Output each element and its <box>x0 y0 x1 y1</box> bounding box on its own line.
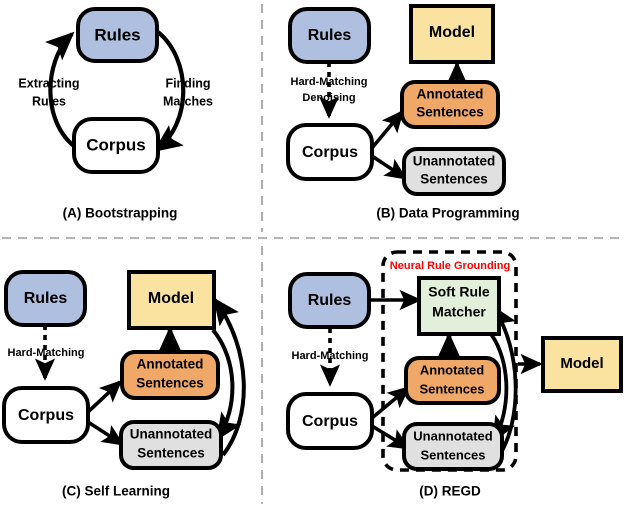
panel-d: Neural Rule Grounding Rules Corpus Soft … <box>286 250 623 499</box>
caption-panel-c: (C) Self Learning <box>62 484 170 499</box>
edge-corpus-to-unannotated-b <box>371 154 408 180</box>
node-corpus-d[interactable] <box>286 392 374 450</box>
node-unannotated-c-line2: Sentences <box>137 446 205 461</box>
edge-label-hard-matching-d: Hard-Matching <box>292 350 369 362</box>
node-annotated-b-line1: Annotated <box>417 87 484 102</box>
node-soft-rule-matcher-line1: Soft Rule <box>428 284 490 300</box>
edge-label-hard-matching-b-line1: Hard-Matching <box>291 76 368 88</box>
node-rules-d-label: Rules <box>308 292 352 309</box>
node-model-d-label: Model <box>560 355 603 372</box>
panel-c: Rules Corpus Model Annotated Sentences U… <box>2 270 246 499</box>
node-unannotated-b[interactable] <box>402 147 506 196</box>
node-corpus-a-label: Corpus <box>86 135 146 154</box>
node-model-b[interactable] <box>409 4 495 64</box>
caption-panel-b: (B) Data Programming <box>376 206 519 221</box>
node-corpus-c[interactable] <box>2 386 90 444</box>
node-annotated-c[interactable] <box>120 350 220 400</box>
node-annotated-d-line2: Sentences <box>419 381 484 396</box>
edge-corpus-to-annotated-c <box>86 380 123 414</box>
panel-a: Rules Corpus Extracting Rules Finding Ma… <box>18 7 213 221</box>
node-rules-c-label: Rules <box>24 290 68 307</box>
node-annotated-d[interactable] <box>404 356 501 405</box>
node-annotated-c-line1: Annotated <box>137 357 204 372</box>
node-rules-c[interactable] <box>4 270 87 327</box>
caption-panel-a: (A) Bootstrapping <box>63 206 178 221</box>
node-annotated-b[interactable] <box>400 80 500 129</box>
node-model-c[interactable] <box>127 270 216 330</box>
node-soft-rule-matcher-line2: Matcher <box>432 304 486 320</box>
node-rules-a[interactable] <box>76 7 159 63</box>
panel-b: Rules Corpus Model Annotated Sentences U… <box>286 4 520 221</box>
node-annotated-d-line1: Annotated <box>420 362 484 377</box>
node-rules-b-label: Rules <box>308 27 352 44</box>
node-corpus-a[interactable] <box>72 117 160 174</box>
node-unannotated-b-line2: Sentences <box>420 172 488 187</box>
node-model-c-label: Model <box>148 290 194 307</box>
node-corpus-b[interactable] <box>286 123 374 181</box>
node-unannotated-d-line2: Sentences <box>420 447 485 462</box>
edge-label-hard-matching-c: Hard-Matching <box>8 347 85 359</box>
node-model-b-label: Model <box>429 24 475 41</box>
node-rules-a-label: Rules <box>94 25 140 44</box>
edge-corpus-to-annotated-d <box>370 386 411 420</box>
node-corpus-c-label: Corpus <box>18 407 74 424</box>
node-unannotated-c-line1: Unannotated <box>130 427 213 442</box>
node-rules-b[interactable] <box>288 7 371 64</box>
node-annotated-c-line2: Sentences <box>136 376 204 391</box>
edge-model-to-unannotated-c <box>211 328 242 441</box>
edge-corpus-to-annotated-b <box>370 109 404 150</box>
edge-label-extracting-line1: Extracting <box>18 76 79 90</box>
edge-label-extracting-line2: Rules <box>32 94 66 108</box>
node-soft-rule-matcher-d[interactable] <box>417 276 501 336</box>
node-model-d[interactable] <box>541 336 623 393</box>
edge-label-hard-matching-b-line2: Denoising <box>302 92 355 104</box>
edge-corpus-to-unannotated-c <box>87 420 125 446</box>
node-corpus-d-label: Corpus <box>302 413 358 430</box>
caption-panel-d: (D) REGD <box>419 484 481 499</box>
edge-rules-to-corpus <box>153 30 186 152</box>
node-unannotated-b-line1: Unannotated <box>413 154 496 169</box>
node-unannotated-d[interactable] <box>402 422 504 471</box>
node-rules-d[interactable] <box>288 272 371 329</box>
edge-label-finding-line2: Matches <box>163 94 213 108</box>
edge-label-finding-line1: Finding <box>165 76 210 90</box>
edge-unannotated-to-model-c <box>213 297 246 457</box>
node-unannotated-c[interactable] <box>119 420 223 470</box>
node-corpus-b-label: Corpus <box>302 144 358 161</box>
group-label-neural-rule-grounding: Neural Rule Grounding <box>390 260 510 272</box>
node-unannotated-d-line1: Unannotated <box>413 428 493 443</box>
edge-unannotated-to-soft-rule-matcher-d <box>492 305 518 458</box>
edge-corpus-to-rules <box>44 31 82 152</box>
node-annotated-b-line2: Sentences <box>416 105 484 120</box>
